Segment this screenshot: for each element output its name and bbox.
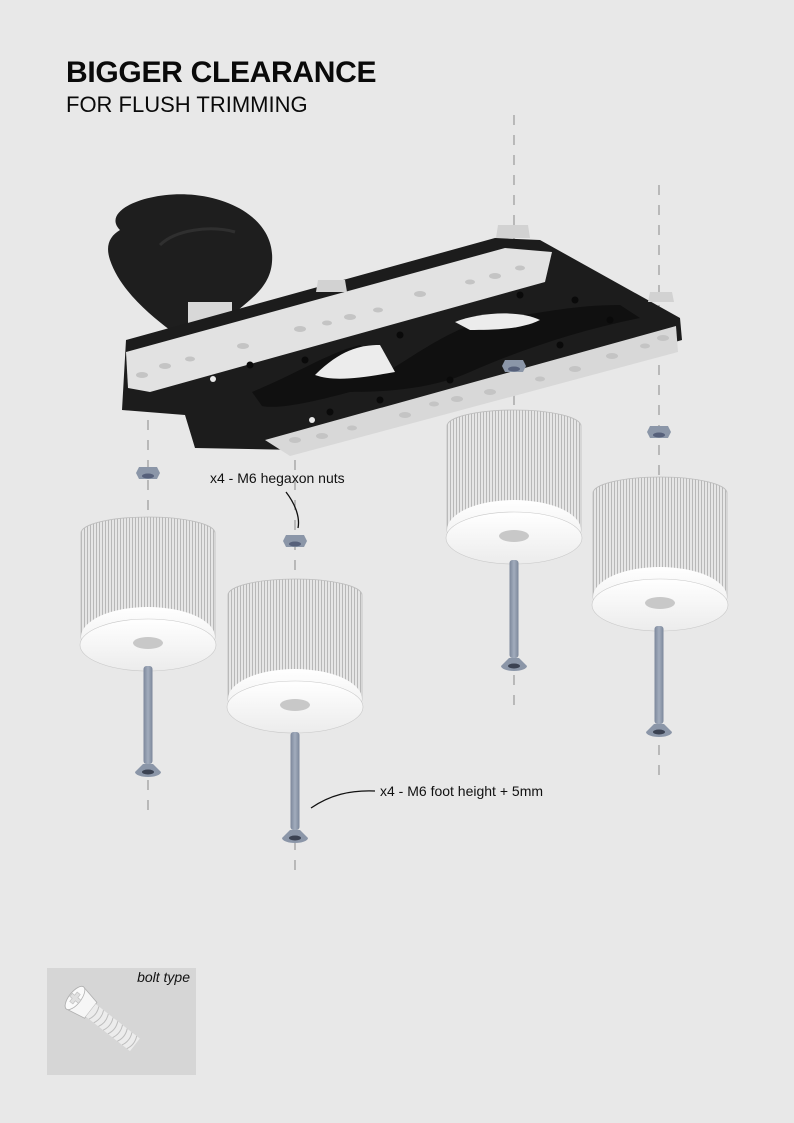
foot-4 (591, 476, 729, 632)
base-plate (122, 225, 682, 456)
page-title: BIGGER CLEARANCE (66, 56, 377, 89)
router-knob (108, 194, 273, 332)
bolt-2 (282, 732, 308, 843)
hex-nut-4 (647, 426, 671, 438)
hex-nut-1 (502, 360, 526, 372)
hex-nut-2 (136, 467, 160, 479)
bolt-1 (135, 666, 161, 777)
bolt-3 (501, 560, 527, 671)
bolt-leader-line (310, 790, 376, 809)
foot-3 (445, 409, 583, 565)
bolt-type-inset: bolt type (47, 968, 196, 1075)
nut-leader-line (285, 491, 300, 529)
foot-1 (79, 516, 217, 672)
bolts-callout: x4 - M6 foot height + 5mm (380, 783, 544, 799)
nuts-callout: x4 - M6 hegaxon nuts (210, 470, 345, 486)
bolt-type-label: bolt type (137, 969, 190, 985)
hex-nut-3 (283, 535, 307, 547)
bolt-4 (646, 626, 672, 737)
countersunk-bolt-icon (64, 985, 140, 1052)
foot-2 (226, 578, 364, 734)
page-subtitle: FOR FLUSH TRIMMING (66, 92, 308, 117)
